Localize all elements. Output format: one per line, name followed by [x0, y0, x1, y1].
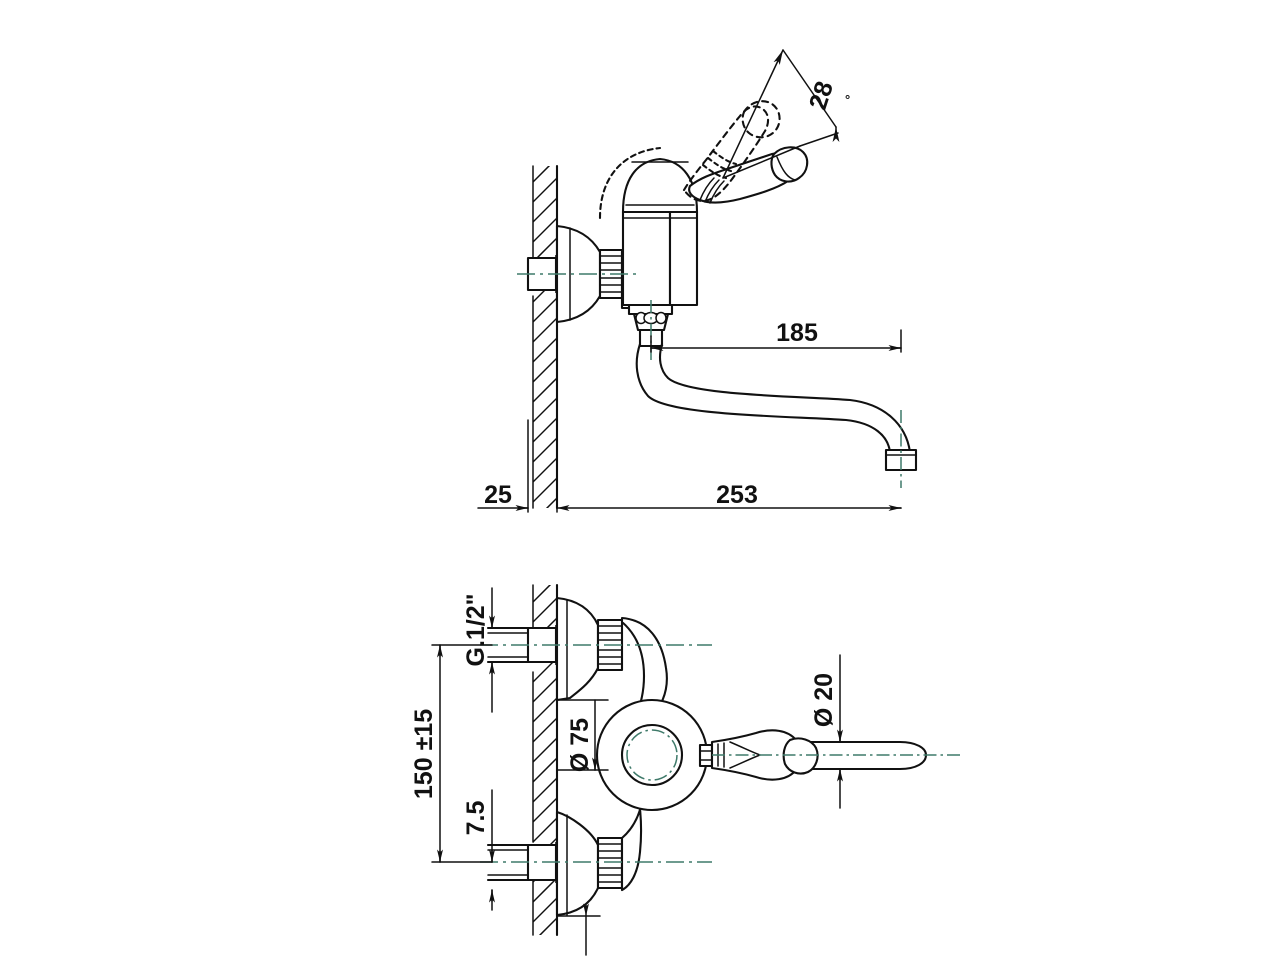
dimension-centres-150: 150 ±15	[410, 644, 493, 863]
escutcheon-front-lower	[555, 810, 600, 917]
dimension-dia75-label: Ø 75	[566, 718, 594, 772]
degree-symbol-label: °	[845, 92, 850, 107]
dimension-25-label: 25	[484, 481, 512, 509]
angle-arc-outer	[782, 49, 837, 128]
cartridge-rosette-front	[595, 698, 714, 812]
dimension-253-label: 253	[716, 481, 758, 509]
dimension-dia20-label: Ø 20	[810, 673, 838, 727]
view-front-elevation: 150 ±15 7.5 G.1/2" Ø 75	[410, 583, 960, 956]
dimension-g12-label: G.1/2"	[462, 594, 490, 667]
inlet-nut-front-upper	[596, 618, 624, 672]
dimension-dia-20: Ø 20	[810, 654, 843, 809]
dimension-spout-185: 185	[650, 319, 902, 353]
outlet-nut-teeth	[635, 311, 667, 325]
dimension-185-label: 185	[776, 319, 818, 347]
mixer-body-side	[598, 146, 699, 310]
view-side-elevation: 28 ° 185 25 253	[477, 49, 918, 513]
dimension-150-label: 150 ±15	[410, 709, 438, 799]
dimension-total-253: 253	[556, 481, 902, 511]
dimension-7-5-label: 7.5	[462, 801, 490, 836]
angle-leg-closed	[722, 145, 801, 179]
dimension-thread-g12: G.1/2"	[462, 587, 495, 713]
lever-handle-closed	[688, 146, 809, 204]
inlet-nut-front-lower	[596, 836, 624, 890]
dimension-wall-25: 25	[477, 419, 558, 513]
angle-leg-open	[722, 49, 784, 179]
angle-leg-closed-ext	[799, 132, 839, 147]
handle-swing-arc	[598, 146, 662, 220]
spout-side	[635, 342, 918, 472]
dimension-inlet-7-5: 7.5	[462, 789, 495, 911]
dimension-dia-75: Ø 75	[556, 699, 609, 956]
